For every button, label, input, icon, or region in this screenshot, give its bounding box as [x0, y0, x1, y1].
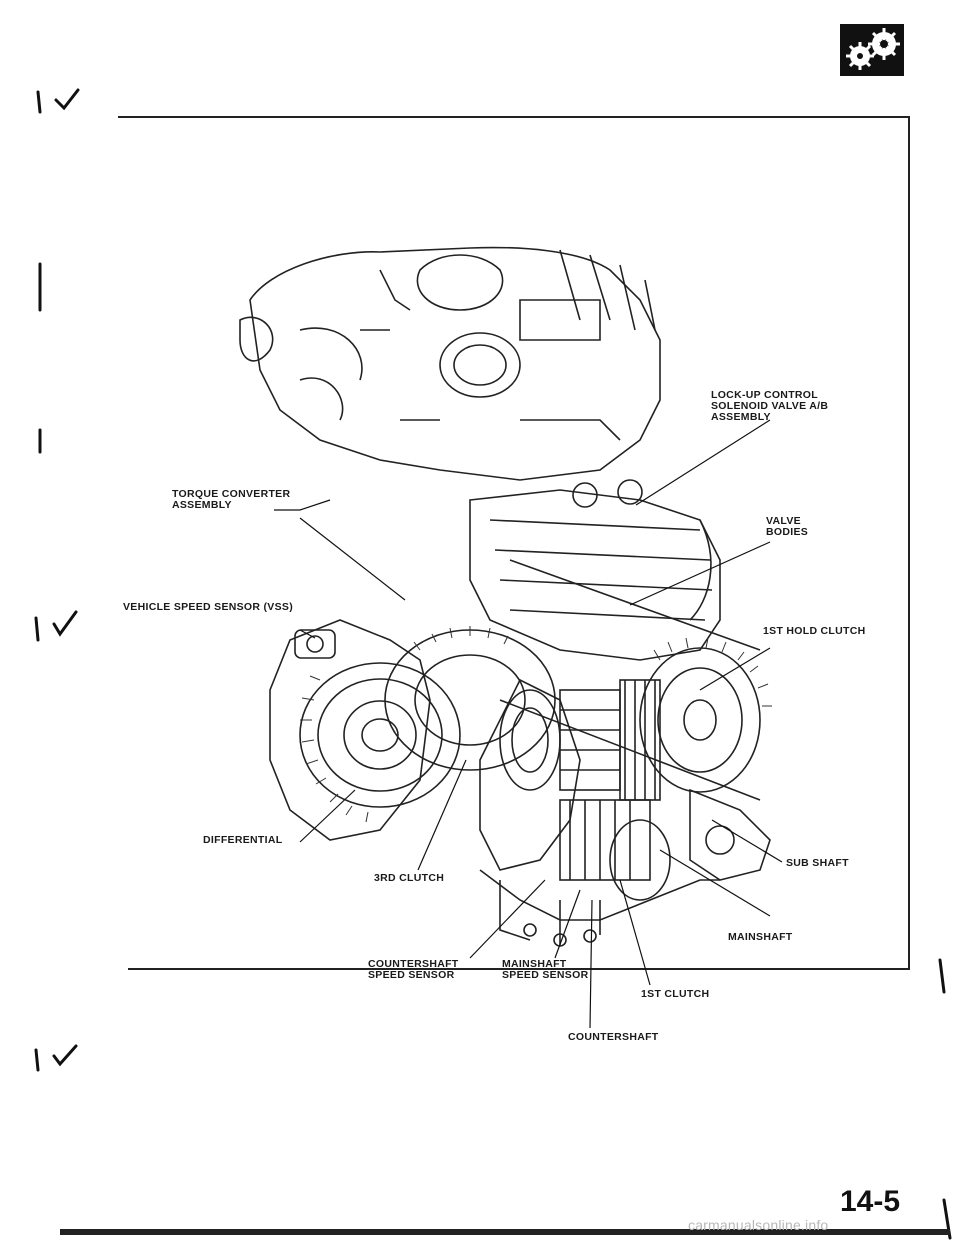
footer-rule — [60, 1229, 950, 1235]
label-mainshaft-speed-sensor: MAINSHAFT SPEED SENSOR — [502, 958, 589, 981]
gears-icon — [840, 24, 904, 76]
label-sub-shaft: SUB SHAFT — [786, 857, 849, 869]
label-differential: DIFFERENTIAL — [203, 834, 283, 846]
label-1st-hold-clutch: 1ST HOLD CLUTCH — [763, 625, 866, 637]
page-number: 14-5 — [840, 1185, 901, 1218]
label-vss: VEHICLE SPEED SENSOR (VSS) — [123, 601, 294, 613]
label-torque-converter: TORQUE CONVERTER ASSEMBLY — [172, 488, 291, 511]
label-countershaft: COUNTERSHAFT — [568, 1031, 659, 1043]
label-countershaft-speed-sensor: COUNTERSHAFT SPEED SENSOR — [368, 958, 459, 981]
frame-right-rule — [908, 116, 910, 970]
label-valve-bodies: VALVE BODIES — [766, 515, 809, 538]
label-mainshaft: MAINSHAFT — [728, 931, 793, 943]
watermark-text: carmanualsonline.info — [688, 1217, 829, 1233]
label-lockup-solenoid: LOCK-UP CONTROL SOLENOID VALVE A/B ASSEM… — [711, 389, 829, 423]
frame-top-rule — [118, 116, 910, 118]
label-1st-clutch: 1ST CLUTCH — [641, 988, 710, 1000]
frame-bottom-rule — [128, 968, 910, 970]
label-3rd-clutch: 3RD CLUTCH — [374, 872, 445, 884]
